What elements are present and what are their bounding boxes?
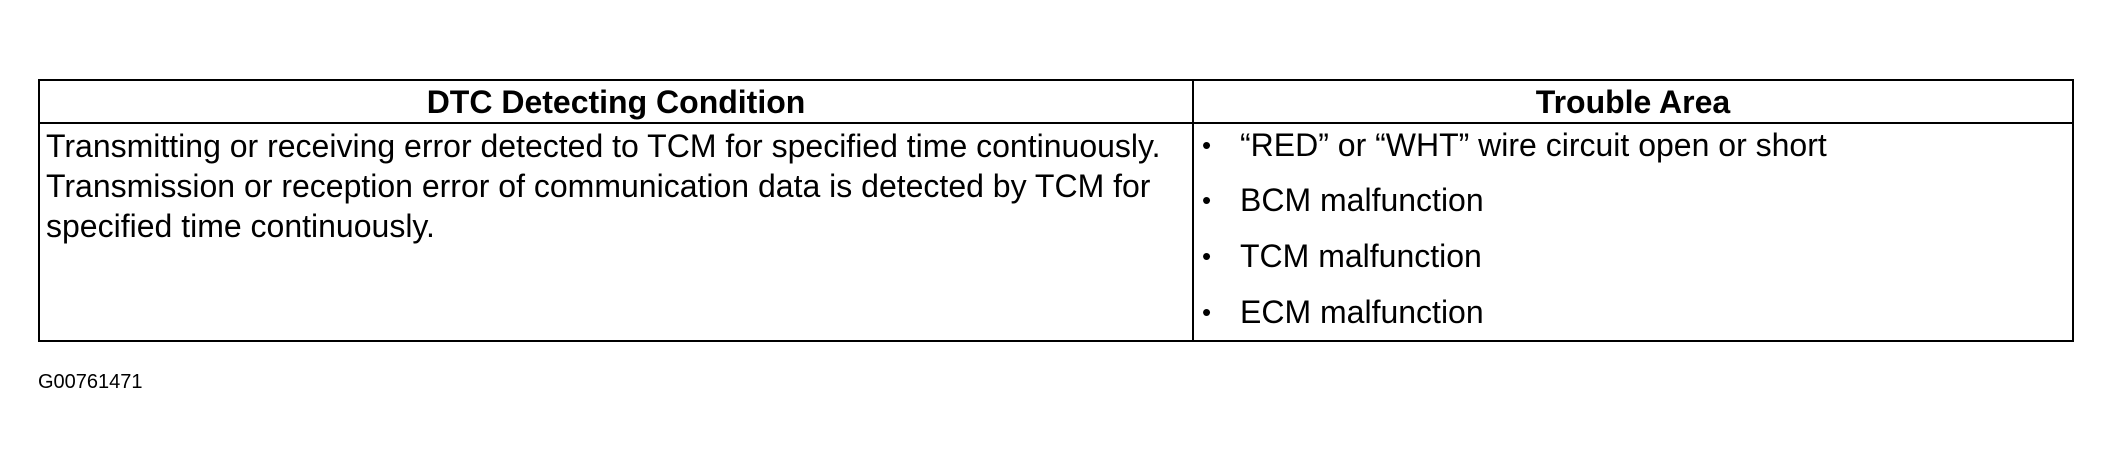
dtc-table: DTC Detecting Condition Trouble Area Tra…	[38, 79, 2074, 342]
trouble-area-text: ECM malfunction	[1240, 294, 1484, 330]
bullet-icon: •	[1202, 297, 1212, 327]
trouble-area-text: “RED” or “WHT” wire circuit open or shor…	[1240, 127, 1827, 163]
condition-cell: Transmitting or receiving error detected…	[38, 122, 1194, 342]
condition-paragraph: Transmission or reception error of commu…	[46, 168, 1151, 244]
figure-id: G00761471	[38, 371, 143, 393]
list-item: • “RED” or “WHT” wire circuit open or sh…	[1194, 124, 2072, 172]
bullet-icon: •	[1202, 241, 1212, 271]
bullet-icon: •	[1202, 130, 1212, 160]
trouble-area-list: • “RED” or “WHT” wire circuit open or sh…	[1194, 124, 2072, 340]
trouble-area-cell: • “RED” or “WHT” wire circuit open or sh…	[1192, 122, 2074, 342]
trouble-area-text: BCM malfunction	[1240, 182, 1484, 218]
bullet-icon: •	[1202, 185, 1212, 215]
list-item: • TCM malfunction	[1194, 228, 2072, 284]
header-trouble-area: Trouble Area	[1192, 79, 2074, 124]
table-header-row: DTC Detecting Condition Trouble Area	[38, 79, 2074, 124]
list-item: • BCM malfunction	[1194, 172, 2072, 228]
condition-paragraph: Transmitting or receiving error detected…	[46, 128, 1161, 164]
table-row: Transmitting or receiving error detected…	[38, 122, 2074, 342]
list-item: • ECM malfunction	[1194, 284, 2072, 340]
header-dtc-detecting-condition: DTC Detecting Condition	[38, 79, 1194, 124]
trouble-area-text: TCM malfunction	[1240, 238, 1482, 274]
